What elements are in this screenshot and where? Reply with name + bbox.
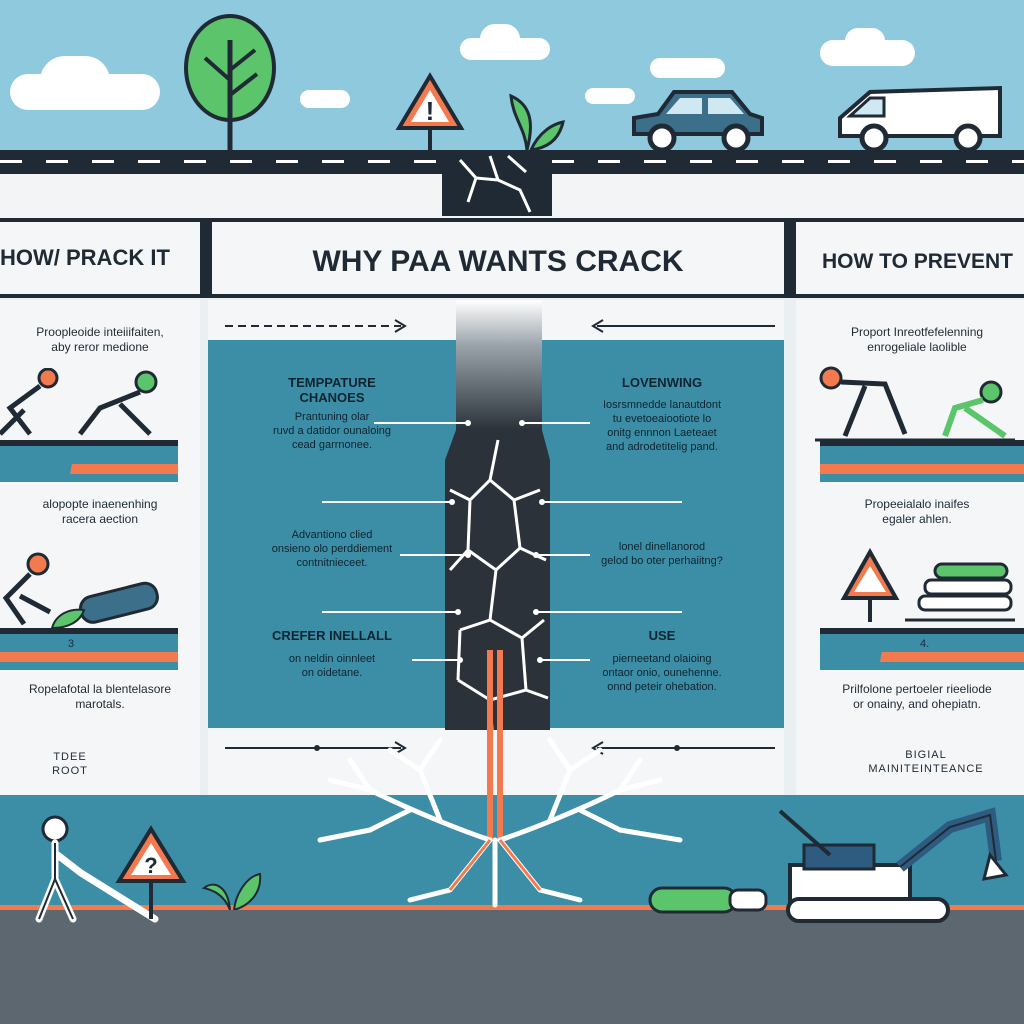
strip-number: 3: [68, 638, 75, 650]
cloud: [40, 56, 110, 106]
right-text-1: Proport Inreotfefelenning enrogeliale la…: [810, 325, 1024, 355]
svg-text:!: !: [426, 96, 435, 126]
text-line: onsieno olo perddiement: [271, 543, 393, 555]
text-line: lonel dinellanorod: [618, 541, 706, 553]
right-footer: BIGIAL MAINITEINTEANCE: [796, 730, 1024, 796]
cause-text-lovenwing: Iosrsmnedde lanautdont tu evetoeaiootiot…: [552, 398, 772, 454]
arrow-left-icon: [591, 319, 775, 333]
text-line: pierneetand olaioing: [612, 653, 712, 665]
left-header-box: HOW/ PRACK IT: [0, 222, 200, 294]
cause-text-use: pierneetand olaioing ontaor onio, ounehe…: [552, 652, 772, 694]
cause-text-right-2: lonel dinellanorod gelod bo oter perhaii…: [552, 540, 772, 568]
leaf-icon: [509, 93, 565, 152]
text-line: or onainy, and ohepiatn.: [853, 697, 981, 711]
right-header-box: HOW TO PREVENT: [796, 222, 1024, 294]
left-footer: TDEE ROOT: [0, 730, 200, 796]
warning-sign-icon: !: [395, 72, 465, 152]
cause-title-use: USE: [648, 628, 676, 643]
cause-title-temperature: TEMPPATURE CHANOES: [220, 375, 444, 405]
leaf-icon: [201, 872, 262, 910]
text-line: on neldin oinnleet: [288, 653, 376, 665]
pavement-strip: 3: [0, 628, 178, 670]
root-icon: [317, 650, 683, 908]
material-roll-icon: [648, 886, 768, 914]
text-line: egaler ahlen.: [882, 512, 952, 526]
text-line: Ropelafotal la blentelasore: [28, 682, 172, 696]
text-line: onnd peteir ohebation.: [607, 681, 717, 693]
cause-text-3: on neldin oinnleet on oidetane.: [220, 652, 444, 680]
arrow-right-icon: [225, 741, 407, 755]
text-line: TDEE: [53, 751, 87, 763]
text-line: MAINITEINTEANCE: [868, 763, 984, 775]
text-line: Prilfolone pertoeler rieeliode: [842, 682, 992, 696]
right-text-3: Prilfolone pertoeler rieeliode or onainy…: [810, 682, 1024, 712]
arrow-right-icon: [225, 319, 407, 333]
text-line: marotals.: [75, 697, 125, 711]
text-line: Proport Inreotfefelenning: [850, 325, 984, 339]
strip-number: 4.: [920, 638, 930, 650]
cloud: [650, 58, 725, 78]
left-header: HOW/ PRACK IT: [0, 245, 170, 270]
text-line: Propeeialalo inaifes: [864, 497, 970, 511]
cloud: [585, 88, 635, 104]
pavement-strip: 4.: [820, 628, 1024, 670]
cloud: [480, 24, 520, 54]
text-line: Iosrsmnedde lanautdont: [602, 399, 722, 411]
text-line: contnitnieceet.: [296, 557, 368, 569]
car-icon: [632, 90, 764, 153]
worker-icon: [0, 368, 158, 436]
text-line: Advantiono clied: [291, 529, 373, 541]
svg-text:?: ?: [144, 853, 157, 878]
text-line: tu evetoeaiootiote lo: [612, 413, 712, 425]
text-line: alopopte inaenenhing: [42, 497, 158, 511]
center-header-box: WHY PAA WANTS CRACK: [212, 222, 784, 294]
ground-edge: [0, 905, 1024, 911]
sky-background: [0, 0, 1024, 150]
cause-text-2: Advantiono clied onsieno olo perddiement…: [220, 528, 444, 570]
text-line: on oidetane.: [301, 667, 363, 679]
cause-title-lovenwing: LOVENWING: [621, 375, 703, 390]
text-line: enrogeliale laolible: [867, 340, 967, 354]
worker-with-pipe-icon: [2, 552, 159, 630]
cause-text-temperature: Prantuning olar ruvd a datidor ounaloing…: [220, 410, 444, 452]
left-text-3: Ropelafotal la blentelasore marotals.: [0, 682, 200, 712]
left-text-2: alopopte inaenenhing racera aection: [0, 497, 200, 527]
text-line: Proopleoide inteiiifaiten,: [36, 325, 164, 339]
worker-icon: ?: [35, 815, 187, 923]
cloud: [300, 90, 350, 108]
text-line: Prantuning olar: [294, 411, 370, 423]
pavement-strip: [820, 440, 1024, 482]
material-stack-icon: [905, 562, 1015, 622]
crack-diagram: [322, 150, 682, 731]
text-line: onitg ennnon Laeteaet: [607, 427, 717, 439]
tree-root-label: TDEE ROOT: [40, 750, 100, 778]
text-line: gelod bo oter perhaiitng?: [601, 555, 723, 567]
tree-icon: [184, 14, 276, 150]
ground: [0, 910, 1024, 1024]
text-line: aby reror medione: [51, 340, 149, 354]
warning-sign-icon: [840, 548, 900, 622]
center-left-blue: [208, 340, 456, 728]
maintenance-label: BIGIAL MAINITEINTEANCE: [836, 748, 1016, 776]
text-line: CHANOES: [299, 390, 365, 405]
center-right-blue: [540, 340, 784, 728]
excavator-icon: [778, 807, 1009, 923]
text-line: and adrodetitelig pand.: [606, 441, 718, 453]
page-title: WHY PAA WANTS CRACK: [312, 245, 684, 278]
text-line: cead garrnonee.: [291, 439, 373, 451]
text-line: racera aection: [61, 512, 139, 526]
cloud: [845, 28, 885, 54]
worker-icon: [815, 366, 1015, 442]
text-line: TEMPPATURE: [288, 375, 376, 390]
text-line: ruvd a datidor ounaloing: [272, 425, 392, 437]
text-line: ontaor onio, ounehenne.: [602, 667, 722, 679]
right-header: HOW TO PREVENT: [822, 250, 1013, 273]
pavement-strip: [0, 440, 178, 482]
van-icon: [838, 85, 1002, 153]
right-text-2: Propeeialalo inaifes egaler ahlen.: [810, 497, 1024, 527]
text-line: ROOT: [52, 765, 88, 777]
left-text-1: Proopleoide inteiiifaiten, aby reror med…: [0, 325, 200, 355]
cause-title-3: CREFER INELLALL: [272, 628, 392, 643]
text-line: BIGIAL: [905, 749, 947, 761]
